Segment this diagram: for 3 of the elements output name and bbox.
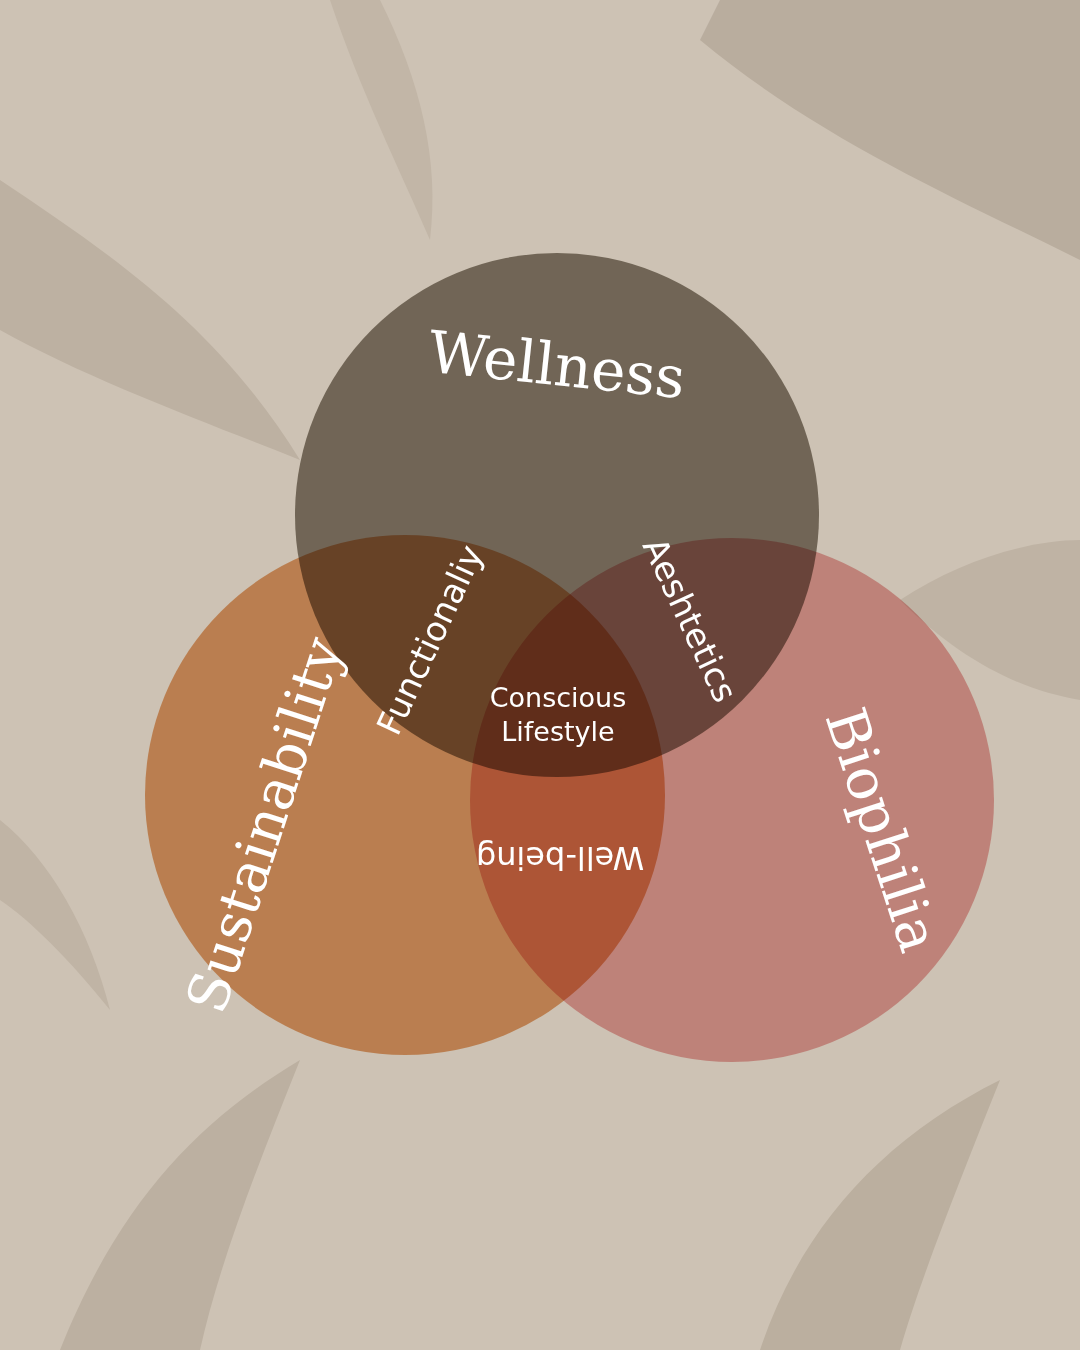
overlap-label: Conscious Lifestyle (488, 681, 628, 749)
circle-title: Wellness (425, 322, 689, 408)
overlap-label: Well-being (475, 838, 645, 878)
